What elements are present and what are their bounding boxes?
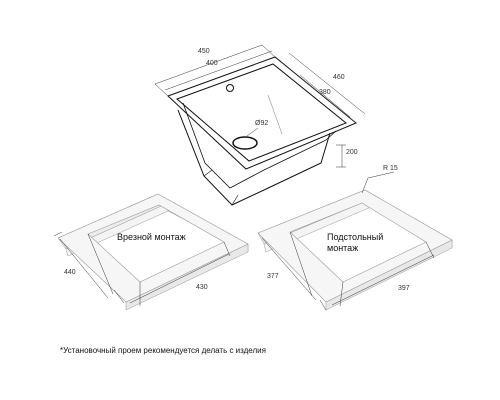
topmount-diagram: Врезной монтаж 440 430 xyxy=(53,193,249,311)
sink-body-side xyxy=(177,109,331,206)
undermount-diagram: Подстольный монтаж 377 397 R 15 xyxy=(257,165,453,311)
topmount-dimensions xyxy=(53,231,231,306)
sink-outer-width: 450 xyxy=(198,48,210,55)
sink-outer-depth: 460 xyxy=(333,74,345,81)
drain-hole xyxy=(232,136,258,150)
undermount-depth: 377 xyxy=(267,273,279,280)
topmount-label: Врезной монтаж xyxy=(117,232,186,242)
topmount-width: 430 xyxy=(196,284,208,291)
sink-height: 200 xyxy=(346,149,358,156)
sink-rim-outer xyxy=(167,56,357,170)
sink-inner-width: 400 xyxy=(206,60,218,67)
undermount-dimensions xyxy=(261,171,435,311)
sink-bowl xyxy=(182,102,265,189)
sink-inner-depth: 380 xyxy=(319,89,331,96)
undermount-label-line1: Подстольный xyxy=(327,232,383,242)
topmount-depth: 440 xyxy=(64,269,76,276)
tap-hole xyxy=(226,84,234,92)
footnote: *Установочный проем рекомендуется делать… xyxy=(60,346,266,355)
sink-rim-inner xyxy=(176,63,347,162)
sink-dimensions xyxy=(154,44,366,168)
drain-diameter: Ø92 xyxy=(255,120,268,127)
undermount-label-line2: монтаж xyxy=(327,243,358,253)
undermount-radius: R 15 xyxy=(383,165,398,172)
sink-drawing xyxy=(167,56,357,206)
undermount-width: 397 xyxy=(398,285,410,292)
